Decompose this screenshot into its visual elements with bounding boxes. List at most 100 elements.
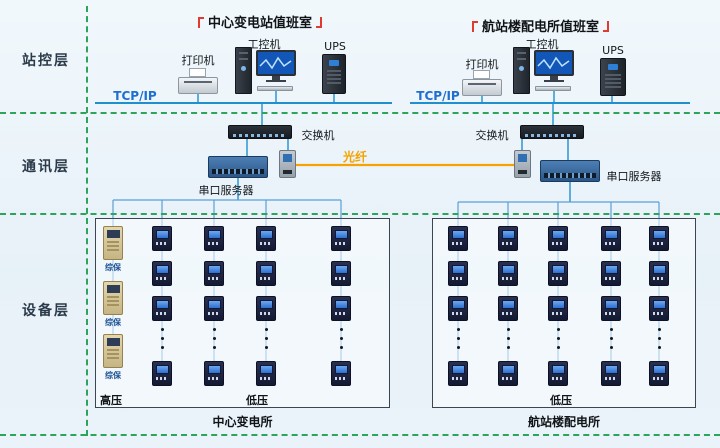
right-panel-lv-label: 低压 — [550, 394, 572, 407]
power-meter-icon — [152, 296, 172, 321]
power-meter-icon — [152, 361, 172, 386]
power-meter-icon — [649, 261, 669, 286]
power-meter-icon — [649, 361, 669, 386]
protection-relay-label: 综保 — [105, 371, 121, 380]
power-meter-icon — [498, 261, 518, 286]
power-meter-icon — [448, 226, 468, 251]
layer-label-comm: 通讯层 — [22, 159, 70, 175]
protection-relay-label: 综保 — [105, 263, 121, 272]
more-devices-ellipsis — [657, 328, 661, 355]
left-switch-label: 交换机 — [301, 129, 335, 142]
power-meter-icon — [649, 296, 669, 321]
power-meter-icon — [601, 296, 621, 321]
right-ups-label: UPS — [602, 44, 624, 57]
right-pc-label: 工控机 — [525, 38, 559, 51]
layer-label-device: 设备层 — [22, 303, 70, 319]
protection-relay-icon — [103, 226, 123, 260]
power-meter-icon — [204, 296, 224, 321]
power-meter-icon — [331, 361, 351, 386]
red-corner-mark — [603, 21, 609, 32]
power-meter-icon — [548, 296, 568, 321]
monitor-icon — [256, 50, 296, 82]
left-ups-label: UPS — [324, 40, 346, 53]
power-meter-icon — [649, 226, 669, 251]
power-meter-icon — [448, 361, 468, 386]
industrial-pc-tower-icon — [513, 47, 530, 94]
keyboard-icon — [257, 86, 293, 91]
red-corner-mark — [316, 17, 322, 28]
red-corner-mark — [471, 21, 478, 32]
power-meter-icon — [204, 261, 224, 286]
power-meter-icon — [548, 261, 568, 286]
more-devices-ellipsis — [160, 328, 164, 355]
power-meter-icon — [601, 226, 621, 251]
protection-relay-label: 综保 — [105, 318, 121, 327]
power-meter-icon — [331, 261, 351, 286]
industrial-pc-tower-icon — [235, 47, 252, 94]
layer-label-station: 站控层 — [22, 53, 70, 69]
power-meter-icon — [152, 226, 172, 251]
more-devices-ellipsis — [264, 328, 268, 355]
power-meter-icon — [204, 361, 224, 386]
power-meter-icon — [548, 226, 568, 251]
right-tcpip-label: TCP/IP — [416, 89, 460, 103]
left-serial-server-label: 串口服务器 — [198, 184, 254, 197]
right-serial-server-label: 串口服务器 — [606, 170, 662, 183]
power-meter-icon — [498, 226, 518, 251]
right-printer-label: 打印机 — [465, 58, 499, 71]
keyboard-icon — [535, 86, 571, 91]
more-devices-ellipsis — [506, 328, 510, 355]
power-meter-icon — [204, 226, 224, 251]
monitor-icon — [534, 50, 574, 82]
power-meter-icon — [448, 296, 468, 321]
ups-icon — [600, 58, 626, 96]
left-room-title-text: 中心变电站值班室 — [207, 16, 312, 31]
more-devices-ellipsis — [556, 328, 560, 355]
power-meter-icon — [256, 226, 276, 251]
ups-icon — [322, 54, 346, 94]
fiber-converter-icon — [279, 150, 296, 178]
protection-relay-icon — [103, 281, 123, 315]
more-devices-ellipsis — [339, 328, 343, 355]
left-tcpip-label: TCP/IP — [113, 89, 157, 103]
left-panel-caption: 中心变电所 — [212, 415, 273, 429]
layer-divider-bottom — [0, 434, 720, 436]
protection-relay-icon — [103, 334, 123, 368]
left-pc-label: 工控机 — [247, 38, 281, 51]
power-meter-icon — [498, 296, 518, 321]
red-corner-mark — [197, 17, 204, 28]
right-room-title-text: 航站楼配电所值班室 — [481, 20, 599, 35]
power-meter-icon — [448, 261, 468, 286]
power-meter-icon — [256, 361, 276, 386]
serial-server-icon — [208, 156, 268, 178]
more-devices-ellipsis — [456, 328, 460, 355]
power-meter-icon — [331, 296, 351, 321]
fiber-converter-icon — [514, 150, 531, 178]
fiber-label: 光纤 — [342, 150, 367, 164]
right-panel-caption: 航站楼配电所 — [527, 415, 600, 429]
power-meter-icon — [256, 296, 276, 321]
power-meter-icon — [152, 261, 172, 286]
power-meter-icon — [601, 261, 621, 286]
right-switch-label: 交换机 — [475, 129, 509, 142]
layer-divider-comm-device — [0, 213, 720, 215]
left-room-title: 中心变电站值班室 — [160, 12, 360, 31]
more-devices-ellipsis — [212, 328, 216, 355]
layer-divider-station-comm — [0, 112, 720, 114]
right-room-title: 航站楼配电所值班室 — [438, 16, 643, 35]
left-panel-lv-label: 低压 — [246, 394, 268, 407]
more-devices-ellipsis — [609, 328, 613, 355]
left-printer-label: 打印机 — [181, 54, 215, 67]
layer-divider-vertical — [86, 6, 88, 436]
power-meter-icon — [256, 261, 276, 286]
power-meter-icon — [601, 361, 621, 386]
printer-icon — [462, 70, 502, 96]
power-meter-icon — [498, 361, 518, 386]
power-meter-icon — [331, 226, 351, 251]
left-panel-hv-label: 高压 — [100, 394, 122, 407]
network-switch-icon — [228, 125, 292, 139]
printer-icon — [178, 68, 218, 94]
serial-server-icon — [540, 160, 600, 182]
network-switch-icon — [520, 125, 584, 139]
